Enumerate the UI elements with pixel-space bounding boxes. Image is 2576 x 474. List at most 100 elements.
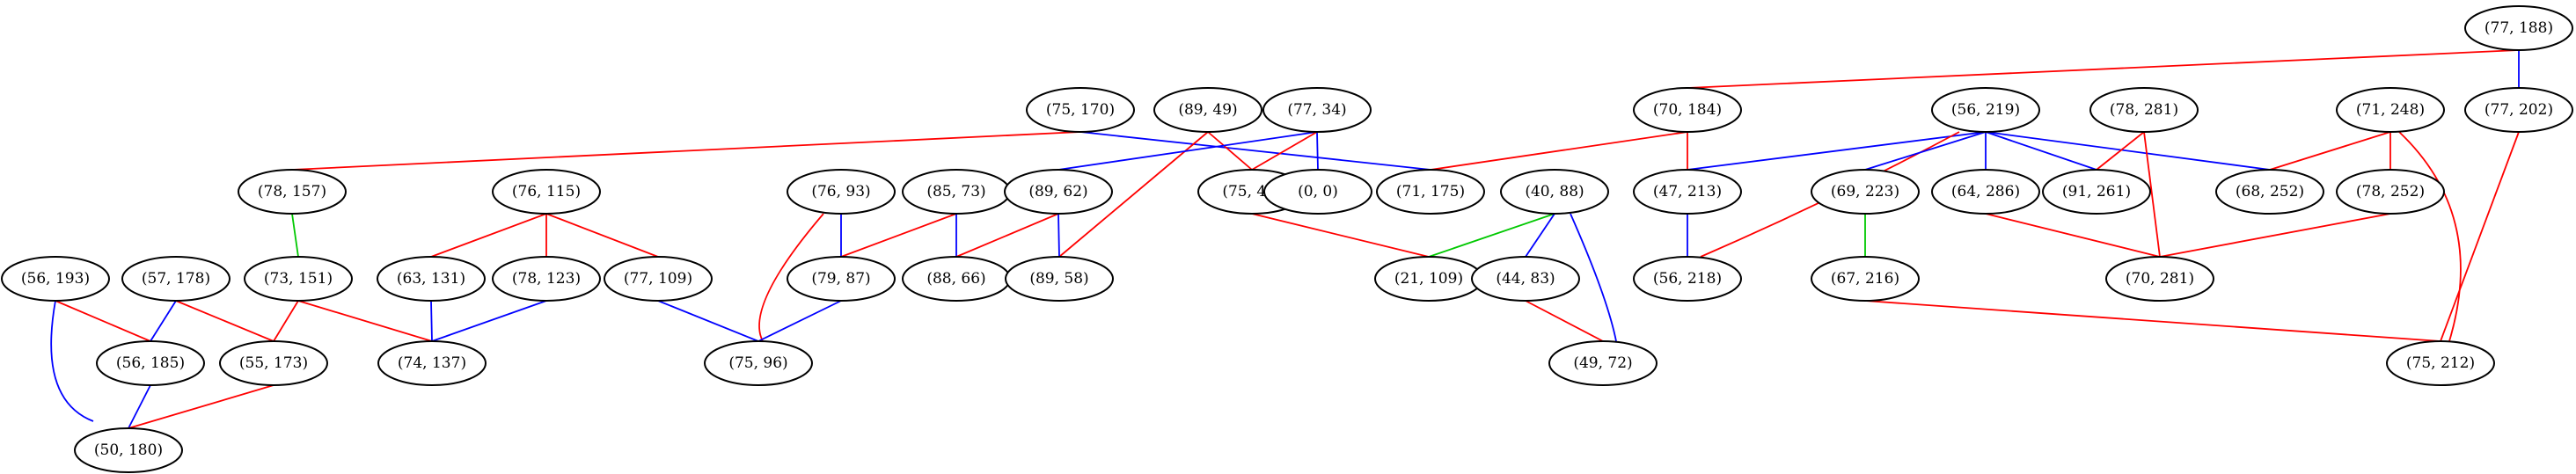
node-label: (73, 151) bbox=[264, 270, 333, 288]
edge-78_281-to-91_261 bbox=[2096, 131, 2145, 171]
edge-56_193-to-50_180 bbox=[50, 300, 94, 422]
node-label: (49, 72) bbox=[1573, 354, 1632, 372]
node-ellipse bbox=[1004, 169, 1113, 215]
node-ellipse bbox=[1548, 340, 1658, 386]
graph-node: (57, 178) bbox=[121, 256, 231, 302]
node-ellipse bbox=[219, 340, 328, 386]
node-ellipse bbox=[1931, 169, 2040, 215]
edge-85_73-to-79_87 bbox=[840, 213, 957, 258]
edge-56_219-to-68_252 bbox=[1985, 131, 2271, 171]
graph-node: (71, 175) bbox=[1376, 169, 1485, 215]
edge-67_216-to-75_212 bbox=[1864, 300, 2441, 342]
node-label: (56, 193) bbox=[21, 270, 90, 288]
edge-40_88-to-44_83 bbox=[1525, 213, 1555, 258]
edge-77_34-to-75_40 bbox=[1251, 131, 1318, 171]
graph-node: (75, 96) bbox=[704, 340, 813, 386]
edge-78_157-to-73_151 bbox=[291, 213, 299, 258]
node-label: (68, 252) bbox=[2236, 183, 2304, 201]
graph-node: (75, 212) bbox=[2386, 340, 2495, 386]
graph-node: (78, 252) bbox=[2336, 169, 2445, 215]
node-ellipse bbox=[121, 256, 231, 302]
node-ellipse bbox=[2336, 169, 2445, 215]
edge-77_188-to-70_184 bbox=[1687, 49, 2520, 89]
node-ellipse bbox=[787, 169, 896, 215]
node-ellipse bbox=[2105, 256, 2214, 302]
node-label: (89, 62) bbox=[1028, 183, 1087, 201]
node-ellipse bbox=[1005, 256, 1114, 302]
graph-node: (47, 213) bbox=[1633, 169, 1742, 215]
node-ellipse bbox=[1811, 256, 1920, 302]
node-label: (89, 49) bbox=[1178, 101, 1237, 119]
graph-node: (77, 188) bbox=[2464, 5, 2573, 51]
edge-55_173-to-50_180 bbox=[128, 384, 274, 429]
node-label: (44, 83) bbox=[1496, 270, 1555, 288]
node-ellipse bbox=[74, 427, 183, 473]
node-ellipse bbox=[704, 340, 813, 386]
node-label: (78, 281) bbox=[2110, 101, 2178, 119]
node-ellipse bbox=[96, 340, 205, 386]
node-label: (75, 212) bbox=[2406, 354, 2475, 372]
node-label: (91, 261) bbox=[2062, 183, 2131, 201]
node-ellipse bbox=[1931, 87, 2040, 133]
edge-89_49-to-89_58 bbox=[1058, 131, 1209, 258]
node-label: (78, 157) bbox=[258, 183, 326, 201]
node-label: (70, 184) bbox=[1653, 101, 1722, 119]
graph-node: (64, 286) bbox=[1931, 169, 2040, 215]
graph-node: (55, 173) bbox=[219, 340, 328, 386]
graph-node: (70, 281) bbox=[2105, 256, 2214, 302]
node-label: (78, 252) bbox=[2356, 183, 2425, 201]
node-label: (74, 137) bbox=[398, 354, 466, 372]
graph-node: (75, 170) bbox=[1026, 87, 1135, 133]
node-label: (79, 87) bbox=[811, 270, 870, 288]
node-label: (47, 213) bbox=[1653, 183, 1722, 201]
node-label: (77, 34) bbox=[1287, 101, 1346, 119]
edge-76_115-to-77_109 bbox=[545, 213, 659, 258]
node-label: (50, 180) bbox=[94, 441, 163, 459]
graph-node: (50, 180) bbox=[74, 427, 183, 473]
node-ellipse bbox=[377, 340, 487, 386]
edge-56_219-to-69_223 bbox=[1864, 131, 1987, 171]
graph-node: (89, 58) bbox=[1005, 256, 1114, 302]
graph-node: (91, 261) bbox=[2042, 169, 2151, 215]
node-label: (70, 281) bbox=[2126, 270, 2194, 288]
node-label: (75, 96) bbox=[728, 354, 787, 372]
node-label: (77, 109) bbox=[624, 270, 692, 288]
edge-57_178-to-56_185 bbox=[150, 300, 177, 342]
graph-node: (56, 185) bbox=[96, 340, 205, 386]
edge-78_281-to-70_281 bbox=[2143, 131, 2161, 258]
node-ellipse bbox=[492, 169, 601, 215]
edge-76_93-to-75_96 bbox=[758, 213, 824, 342]
edge-63_131-to-74_137 bbox=[430, 300, 433, 342]
edge-89_62-to-89_58 bbox=[1057, 213, 1060, 258]
node-ellipse bbox=[244, 256, 353, 302]
graph-node: (40, 88) bbox=[1500, 169, 1609, 215]
edge-44_83-to-49_72 bbox=[1525, 300, 1604, 342]
node-label: (77, 188) bbox=[2485, 19, 2553, 37]
edge-75_40-to-21_109 bbox=[1251, 213, 1430, 258]
graph-node: (89, 49) bbox=[1153, 87, 1262, 133]
node-label: (63, 131) bbox=[397, 270, 465, 288]
graph-node: (78, 157) bbox=[238, 169, 347, 215]
node-ellipse bbox=[1633, 169, 1742, 215]
graph-node: (76, 115) bbox=[492, 169, 601, 215]
graph-node: (73, 151) bbox=[244, 256, 353, 302]
node-ellipse bbox=[1811, 169, 1920, 215]
node-ellipse bbox=[2215, 169, 2324, 215]
edge-75_170-to-78_157 bbox=[291, 131, 1081, 171]
edge-73_151-to-55_173 bbox=[273, 300, 299, 342]
node-ellipse bbox=[377, 256, 486, 302]
edge-79_87-to-75_96 bbox=[757, 300, 842, 342]
edge-73_151-to-74_137 bbox=[297, 300, 433, 342]
node-ellipse bbox=[1633, 256, 1742, 302]
node-ellipse bbox=[1, 256, 110, 302]
graph-node: (71, 248) bbox=[2336, 87, 2445, 133]
edge-76_115-to-63_131 bbox=[430, 213, 547, 258]
node-ellipse bbox=[604, 256, 713, 302]
node-ellipse bbox=[1026, 87, 1135, 133]
node-label: (55, 173) bbox=[239, 354, 308, 372]
graph-node: (85, 73) bbox=[902, 169, 1011, 215]
edge-56_219-to-47_213 bbox=[1687, 131, 1987, 171]
node-ellipse bbox=[1153, 87, 1262, 133]
edge-75_170-to-71_175 bbox=[1079, 131, 1431, 171]
